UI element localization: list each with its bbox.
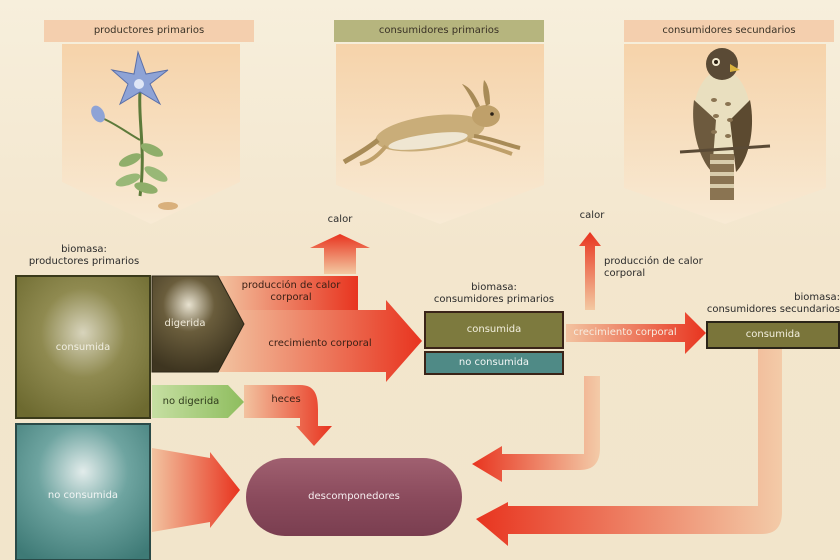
- heat-arrow-left: [310, 234, 370, 274]
- body-heat-flow: [218, 276, 358, 310]
- heat-label-right: calor: [579, 210, 605, 221]
- return-flow-secondary: [476, 348, 782, 546]
- producer-panel: [62, 44, 240, 224]
- growth-flow-left: [218, 300, 422, 382]
- secondary-consumida-label: consumida: [745, 329, 801, 340]
- decomposers-label: descomponedores: [308, 491, 400, 502]
- biomass-primary-label-line2: consumidores primarios: [433, 294, 555, 305]
- growth-label-left: crecimiento corporal: [268, 338, 372, 349]
- secondary-consumida-box: [706, 321, 840, 349]
- return-flow-primary: [472, 376, 600, 482]
- heces-flow: [244, 385, 332, 446]
- biomass-producers-label-line1: biomasa:: [61, 244, 107, 255]
- body-heat-label-left-line2: corporal: [270, 292, 312, 303]
- body-heat-label-right-line2: corporal: [604, 268, 646, 279]
- growth-flow-right: [566, 312, 706, 354]
- biomass-producers-label-line2: productores primarios: [28, 256, 140, 267]
- header-primary-consumers: consumidores primarios: [334, 20, 544, 42]
- digerida-label: digerida: [164, 318, 206, 329]
- growth-label-right: crecimiento corporal: [573, 327, 677, 338]
- decomposers-shape: [246, 458, 462, 536]
- digerida-box: [151, 275, 245, 373]
- producer-consumida-box: [15, 275, 151, 419]
- biomass-secondary-label-line2: consumidores secundarios: [706, 304, 840, 315]
- primary-consumida-label: consumida: [466, 324, 522, 335]
- primary-no-consumida-label: no consumida: [458, 357, 530, 368]
- producer-no-consumida-box: [15, 423, 151, 560]
- biomass-secondary-label-line1: biomasa:: [794, 292, 840, 303]
- falcon-illustration: [679, 48, 771, 200]
- body-heat-label-left-line1: producción de calor: [241, 280, 341, 291]
- primary-no-consumida-box: [424, 351, 564, 375]
- producer-no-consumida-label: no consumida: [47, 490, 119, 501]
- heces-label: heces: [271, 394, 301, 405]
- flower-illustration: [91, 50, 178, 210]
- hare-illustration: [342, 80, 521, 166]
- unconsumed-flow: [152, 448, 240, 532]
- header-producers: productores primarios: [44, 20, 254, 42]
- body-heat-label-right-line1: producción de calor: [604, 256, 703, 267]
- no-digerida-arrow: [152, 385, 244, 418]
- no-digerida-label: no digerida: [162, 396, 220, 407]
- heat-arrow-right: [579, 232, 601, 310]
- producer-consumida-label: consumida: [55, 342, 111, 353]
- header-secondary-consumers: consumidores secundarios: [624, 20, 834, 42]
- heat-label-left: calor: [327, 214, 353, 225]
- biomass-primary-label-line1: biomasa:: [471, 282, 517, 293]
- primary-consumida-box: [424, 311, 564, 349]
